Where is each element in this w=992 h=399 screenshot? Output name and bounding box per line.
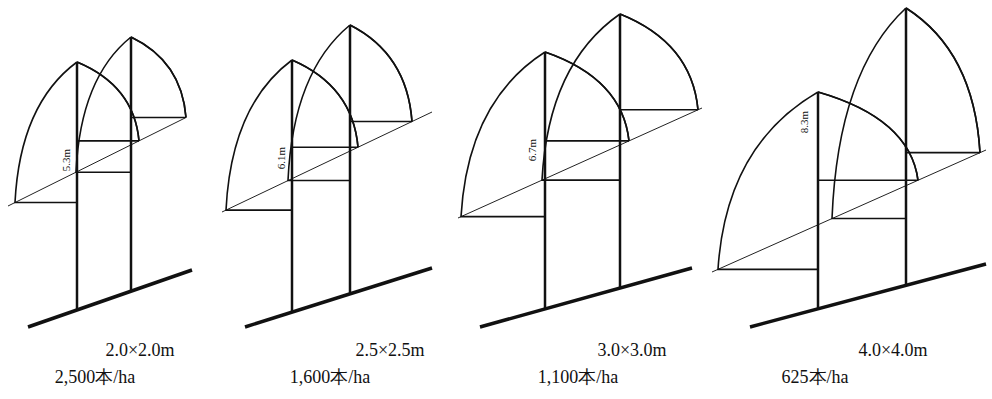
tree-crown <box>77 62 139 141</box>
tree-crown <box>350 25 412 122</box>
tree-trunk <box>349 25 352 294</box>
density-label: 625本/ha <box>782 368 849 388</box>
spacing-label: 2.0×2.0m <box>105 341 174 361</box>
tree-trunk <box>817 92 820 309</box>
slope-line <box>8 118 185 206</box>
crown-length-label: 6.7m <box>526 138 538 162</box>
ground-line <box>480 268 692 327</box>
ground-line <box>28 270 192 327</box>
tree-crown <box>620 14 698 110</box>
density-label: 1,100本/ha <box>538 368 619 388</box>
ground-line <box>750 264 986 327</box>
density-label: 1,600本/ha <box>290 368 371 388</box>
crown-length-label: 8.3m <box>798 110 810 134</box>
crown-length-label: 6.1m <box>275 146 287 170</box>
tree-trunk <box>619 14 622 288</box>
crown-length-label: 5.3m <box>60 148 72 172</box>
tree-trunk <box>130 37 133 291</box>
tree-crown <box>292 60 358 147</box>
slope-line <box>458 108 702 218</box>
ground-line <box>245 268 432 327</box>
tree-trunk <box>291 60 294 312</box>
tree-trunk <box>76 62 79 310</box>
density-label: 2,500本/ha <box>55 368 136 388</box>
slope-line <box>712 150 986 272</box>
spacing-label: 2.5×2.5m <box>355 341 424 361</box>
spacing-label: 3.0×3.0m <box>597 341 666 361</box>
tree-trunk <box>905 8 908 285</box>
tree-crown <box>818 92 918 180</box>
tree-crown <box>131 37 186 118</box>
spacing-label: 4.0×4.0m <box>858 341 927 361</box>
tree-crown <box>906 8 980 153</box>
slope-line <box>222 112 432 212</box>
